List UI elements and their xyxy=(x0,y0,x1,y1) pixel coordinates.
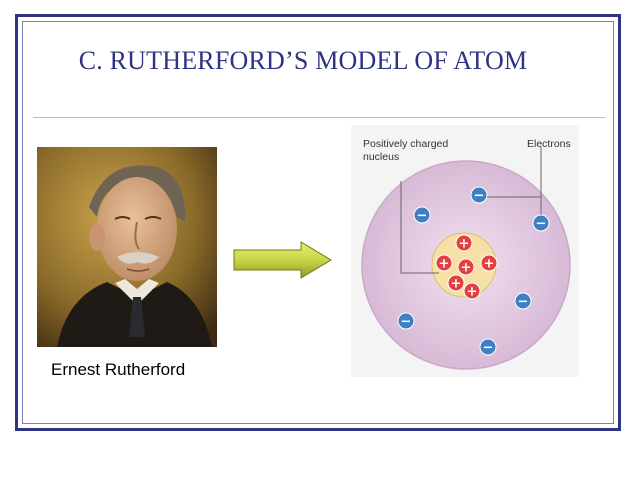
atom-diagram: ++++++ −−−−−− Positively charged nucleus… xyxy=(351,125,579,377)
svg-text:+: + xyxy=(451,277,462,292)
electron: − xyxy=(514,292,532,310)
electron: − xyxy=(532,214,550,232)
slide-inner-border xyxy=(22,21,614,424)
proton: + xyxy=(480,254,498,272)
proton: + xyxy=(457,258,475,276)
proton: + xyxy=(455,234,473,252)
electron: − xyxy=(470,186,488,204)
title-divider xyxy=(33,117,605,118)
nucleus-label-line1: Positively charged xyxy=(363,138,449,150)
svg-text:−: − xyxy=(474,189,485,204)
nucleus-label-line2: nucleus xyxy=(363,151,400,163)
svg-text:−: − xyxy=(417,209,428,224)
slide-frame xyxy=(15,14,621,431)
electron: − xyxy=(397,312,415,330)
svg-text:+: + xyxy=(439,257,450,272)
proton: + xyxy=(447,274,465,292)
rutherford-portrait xyxy=(37,147,217,347)
electron: − xyxy=(479,338,497,356)
electron: − xyxy=(413,206,431,224)
atom-diagram-svg: ++++++ −−−−−− xyxy=(361,147,571,370)
proton: + xyxy=(435,254,453,272)
svg-text:+: + xyxy=(484,257,495,272)
nucleus-leader-line xyxy=(400,181,439,274)
svg-text:−: − xyxy=(401,315,412,330)
slide-title: C. RUTHERFORD’S MODEL OF ATOM xyxy=(78,46,528,75)
arrow-right-icon xyxy=(233,240,333,285)
svg-text:+: + xyxy=(459,237,470,252)
svg-text:−: − xyxy=(536,217,547,232)
portrait-caption: Ernest Rutherford xyxy=(51,360,186,379)
svg-text:−: − xyxy=(483,341,494,356)
svg-text:+: + xyxy=(461,261,472,276)
proton: + xyxy=(463,282,481,300)
electrons-label: Electrons xyxy=(527,138,571,150)
svg-text:−: − xyxy=(518,295,529,310)
svg-text:+: + xyxy=(467,285,478,300)
